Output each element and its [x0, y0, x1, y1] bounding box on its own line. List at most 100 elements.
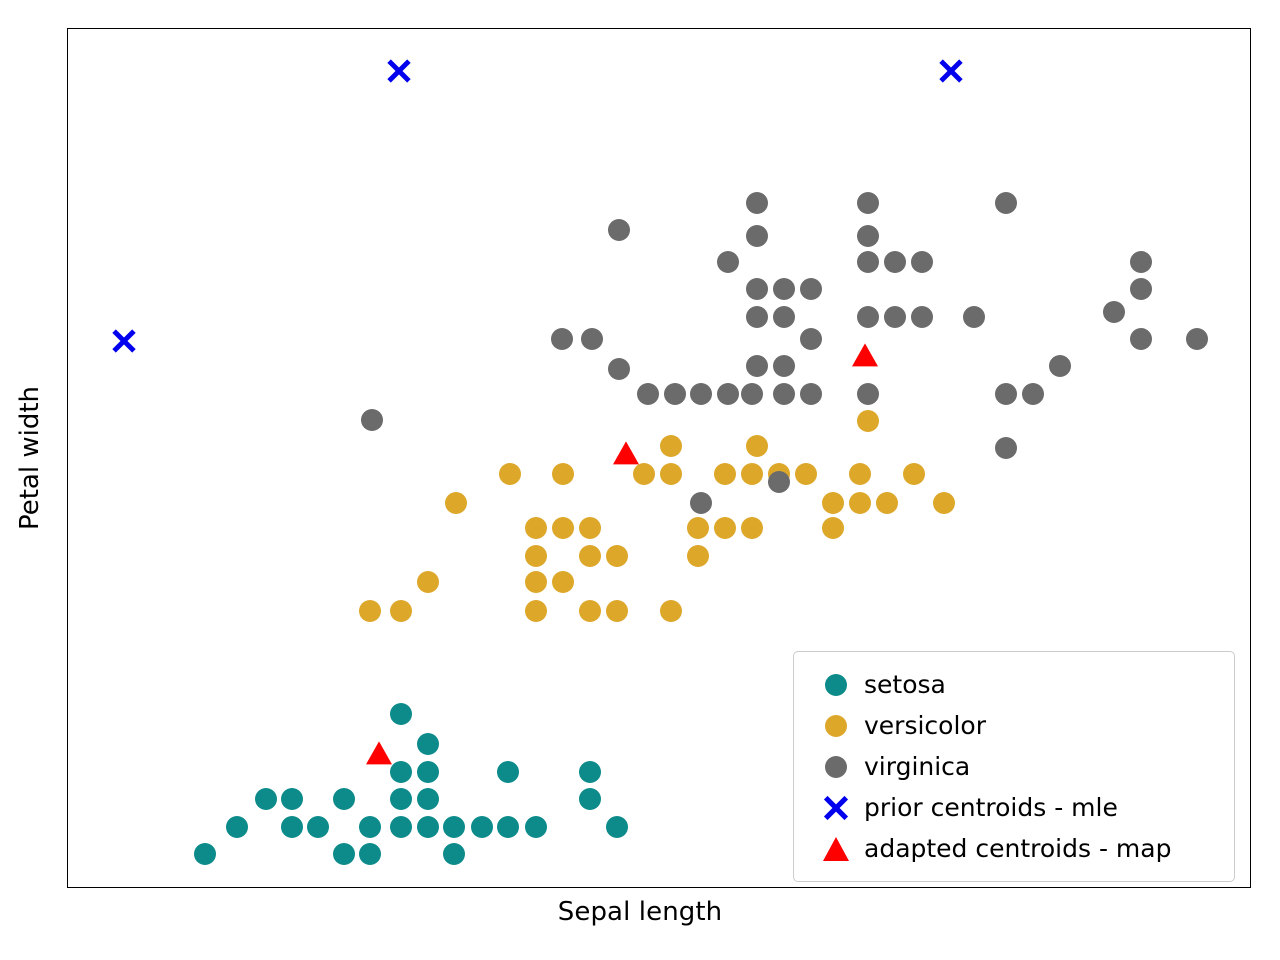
data-point-setosa	[417, 816, 439, 838]
data-point-setosa	[579, 761, 601, 783]
data-point-versicolor	[876, 492, 898, 514]
legend-item-virginica[interactable]: virginica	[808, 746, 1218, 787]
data-point-virginica	[664, 383, 686, 405]
data-point-versicolor	[746, 435, 768, 457]
data-point-versicolor	[795, 463, 817, 485]
data-point-setosa	[417, 733, 439, 755]
data-point-virginica	[581, 328, 603, 350]
data-point-versicolor	[741, 517, 763, 539]
data-point-versicolor	[417, 571, 439, 593]
data-point-versicolor	[579, 600, 601, 622]
data-point-versicolor	[687, 545, 709, 567]
legend-swatch-circle-icon	[808, 705, 864, 746]
data-point-versicolor	[390, 600, 412, 622]
data-point-virginica	[857, 251, 879, 273]
legend-item-versicolor[interactable]: versicolor	[808, 705, 1218, 746]
data-point-adapted-centroids-map	[366, 741, 392, 765]
data-point-versicolor	[525, 545, 547, 567]
data-point-virginica	[608, 358, 630, 380]
legend-swatch-circle-icon	[808, 664, 864, 705]
data-point-prior-centroids-mle	[937, 57, 965, 85]
data-point-virginica	[995, 437, 1017, 459]
data-point-virginica	[746, 306, 768, 328]
legend-swatch-triangle-icon	[808, 828, 864, 869]
data-point-setosa	[390, 761, 412, 783]
data-point-setosa	[281, 788, 303, 810]
data-point-virginica	[741, 383, 763, 405]
legend-label: adapted centroids - map	[864, 834, 1172, 863]
data-point-virginica	[857, 306, 879, 328]
data-point-virginica	[361, 409, 383, 431]
data-point-virginica	[773, 355, 795, 377]
data-point-versicolor	[714, 463, 736, 485]
data-point-versicolor	[552, 463, 574, 485]
legend-label: versicolor	[864, 711, 986, 740]
data-point-virginica	[717, 251, 739, 273]
data-point-virginica	[746, 192, 768, 214]
data-point-versicolor	[499, 463, 521, 485]
data-point-versicolor	[445, 492, 467, 514]
data-point-versicolor	[741, 463, 763, 485]
data-point-setosa	[333, 843, 355, 865]
legend-item-setosa[interactable]: setosa	[808, 664, 1218, 705]
axes-frame	[67, 28, 1251, 888]
y-axis-label: Petal width	[15, 385, 45, 531]
y-axis-label-container: Petal width	[0, 0, 60, 916]
data-point-versicolor	[606, 600, 628, 622]
data-point-setosa	[255, 788, 277, 810]
data-point-versicolor	[822, 517, 844, 539]
data-point-setosa	[497, 761, 519, 783]
data-point-virginica	[746, 355, 768, 377]
data-point-virginica	[746, 278, 768, 300]
data-point-virginica	[800, 328, 822, 350]
data-point-setosa	[226, 816, 248, 838]
data-point-versicolor	[606, 545, 628, 567]
data-point-virginica	[717, 383, 739, 405]
legend-label: setosa	[864, 670, 946, 699]
data-point-versicolor	[633, 463, 655, 485]
data-point-virginica	[1130, 251, 1152, 273]
data-point-versicolor	[660, 463, 682, 485]
data-point-virginica	[637, 383, 659, 405]
data-point-virginica	[857, 225, 879, 247]
data-point-versicolor	[552, 571, 574, 593]
data-point-setosa	[194, 843, 216, 865]
data-point-virginica	[690, 383, 712, 405]
data-point-virginica	[1022, 383, 1044, 405]
data-point-setosa	[443, 816, 465, 838]
legend-item-prior-centroids-mle[interactable]: prior centroids - mle	[808, 787, 1218, 828]
data-point-versicolor	[714, 517, 736, 539]
data-point-setosa	[606, 816, 628, 838]
legend-label: virginica	[864, 752, 971, 781]
data-point-versicolor	[359, 600, 381, 622]
data-point-versicolor	[849, 492, 871, 514]
data-point-setosa	[497, 816, 519, 838]
data-point-versicolor	[933, 492, 955, 514]
data-point-versicolor	[525, 600, 547, 622]
legend-item-adapted-centroids-map[interactable]: adapted centroids - map	[808, 828, 1218, 869]
data-point-virginica	[608, 219, 630, 241]
data-point-prior-centroids-mle	[385, 57, 413, 85]
data-point-virginica	[857, 192, 879, 214]
data-point-virginica	[773, 278, 795, 300]
data-point-versicolor	[857, 410, 879, 432]
data-point-setosa	[417, 761, 439, 783]
data-point-setosa	[417, 788, 439, 810]
data-point-virginica	[773, 306, 795, 328]
legend-label: prior centroids - mle	[864, 793, 1118, 822]
data-point-prior-centroids-mle	[110, 327, 138, 355]
data-point-setosa	[471, 816, 493, 838]
legend[interactable]: setosa versicolor virginica prior centroids…	[793, 651, 1235, 882]
data-point-virginica	[911, 251, 933, 273]
data-point-setosa	[525, 816, 547, 838]
data-point-versicolor	[552, 517, 574, 539]
data-point-versicolor	[579, 545, 601, 567]
data-point-setosa	[307, 816, 329, 838]
data-point-setosa	[579, 788, 601, 810]
data-point-setosa	[390, 816, 412, 838]
data-point-virginica	[884, 251, 906, 273]
data-point-virginica	[1130, 278, 1152, 300]
data-point-virginica	[911, 306, 933, 328]
data-point-virginica	[690, 492, 712, 514]
data-point-virginica	[800, 278, 822, 300]
